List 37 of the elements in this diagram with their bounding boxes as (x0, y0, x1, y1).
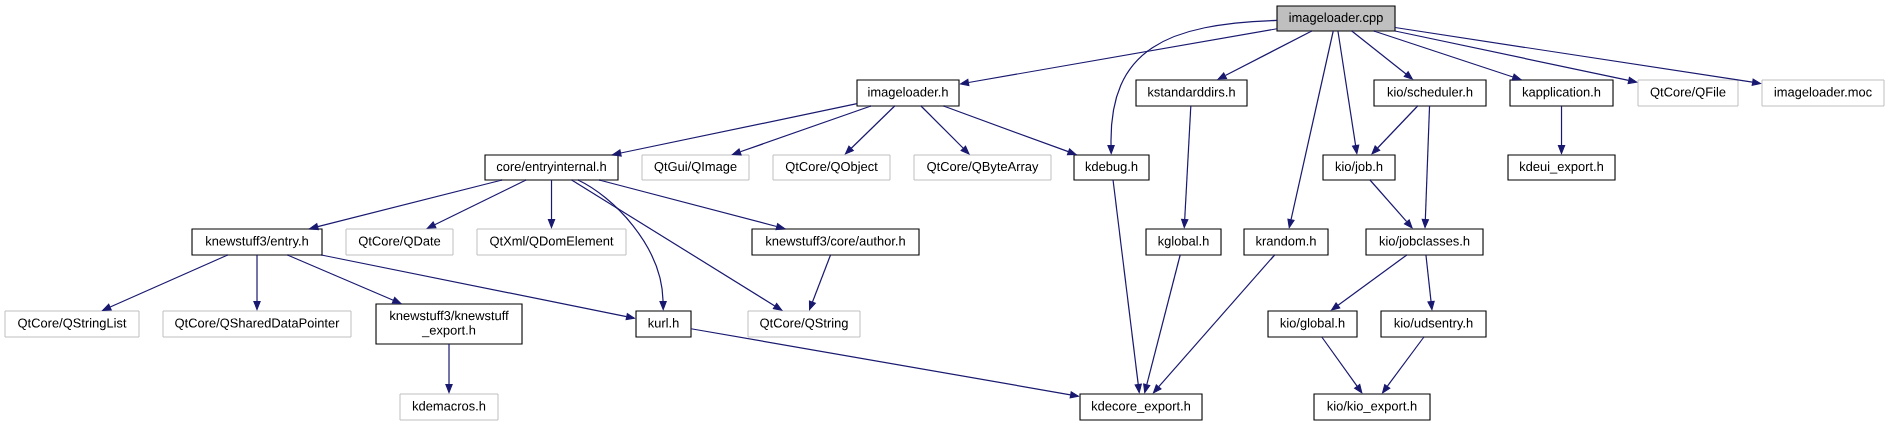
file-box: QtCore/QFile (1637, 79, 1739, 107)
arrow (1321, 336, 1363, 394)
arrow (1152, 254, 1276, 394)
arrow (426, 179, 527, 229)
file-box: kio/udsentry.h (1380, 310, 1487, 338)
file-box: kglobal.h (1145, 228, 1222, 256)
selected-file-box: imageloader.cpp (1276, 5, 1396, 32)
file-box: imageloader.moc (1761, 79, 1885, 107)
file-box: kio/job.h (1322, 154, 1396, 181)
file-box: kdecore_export.h (1079, 393, 1203, 421)
file-box: kdeui_export.h (1507, 154, 1616, 181)
file-box: QtCore/QStringList (4, 310, 140, 338)
file-box: kurl.h (635, 310, 692, 338)
arrow (920, 105, 970, 155)
file-box: knewstuff3/core/author.h (751, 228, 920, 256)
file-box: QtGui/QImage (641, 154, 750, 181)
file-box: kio/kio_export.h (1313, 393, 1431, 421)
file-box: QtCore/QObject (772, 154, 891, 181)
file-box: kdemacros.h (399, 393, 499, 421)
file-box: kio/scheduler.h (1373, 79, 1487, 107)
arrow (844, 105, 896, 155)
file-box: imageloader.h (856, 79, 960, 107)
file-box: knewstuff3/knewstuff _export.h (375, 303, 523, 345)
file-box: QtCore/QString (747, 310, 861, 338)
file-box: kio/jobclasses.h (1365, 228, 1484, 256)
file-box: kio/global.h (1267, 310, 1358, 338)
file-box: QtCore/QDate (345, 228, 454, 256)
file-box: QtXml/QDomElement (476, 228, 627, 256)
file-box: QtCore/QSharedDataPointer (162, 310, 352, 338)
file-box: kdebug.h (1073, 154, 1150, 181)
file-box: core/entryinternal.h (484, 154, 619, 181)
file-box: krandom.h (1243, 228, 1329, 256)
file-box: kstandarddirs.h (1135, 79, 1248, 107)
file-box: kapplication.h (1509, 79, 1614, 107)
file-box: knewstuff3/entry.h (191, 228, 323, 256)
file-box: QtCore/QByteArray (913, 154, 1052, 181)
arrow (571, 179, 783, 311)
